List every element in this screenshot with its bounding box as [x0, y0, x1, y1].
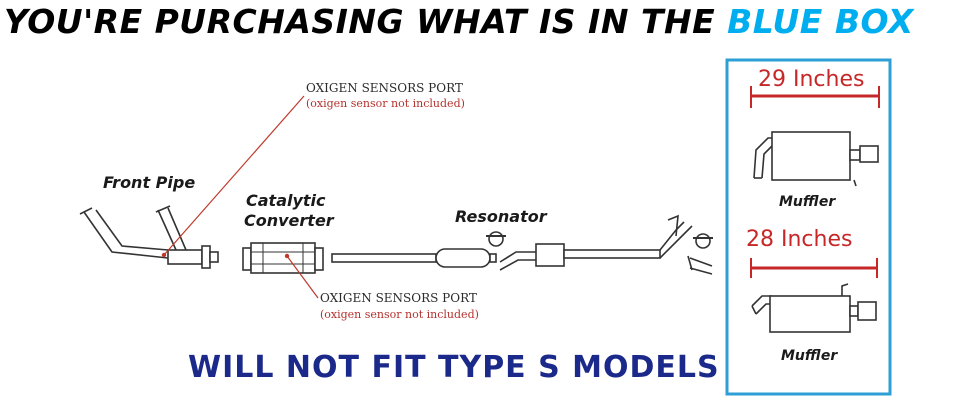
- mid-pipe-drawing: [499, 214, 713, 275]
- front-pipe-drawing: [79, 205, 219, 269]
- headline-prefix: YOU'RE PURCHASING WHAT IS IN THE: [4, 2, 716, 41]
- clamp-icon: [486, 231, 713, 249]
- muffler-2-dimension-line: [750, 258, 878, 278]
- front-pipe-label: Front Pipe: [103, 173, 195, 192]
- muffler-1-label: Muffler: [779, 194, 836, 210]
- muffler-1-drawing: [753, 131, 879, 187]
- catalytic-converter-drawing: [242, 242, 324, 274]
- muffler-1-length: 29 Inches: [758, 67, 864, 92]
- muffler-2-label: Muffler: [781, 348, 838, 364]
- sensor-port-title-1: OXIGEN SENSORS PORT: [306, 81, 463, 95]
- sensor-port-title-2: OXIGEN SENSORS PORT: [320, 291, 477, 305]
- headline: YOU'RE PURCHASING WHAT IS IN THE BLUE BO…: [0, 2, 960, 42]
- resonator-pipe-drawing: [331, 248, 497, 268]
- fitment-warning: WILL NOT FIT TYPE S MODELS: [188, 350, 720, 385]
- catalytic-label-line2: Converter: [244, 211, 335, 230]
- sensor-leader-lines: [163, 95, 319, 299]
- catalytic-label-line1: Catalytic: [246, 191, 326, 210]
- sensor-port-note-2: (oxigen sensor not included): [320, 308, 479, 321]
- blue-box: 29 Inches Muffler 28 Inches: [725, 58, 892, 396]
- headline-highlight: BLUE BOX: [727, 2, 914, 41]
- muffler-1-dimension-line: [750, 86, 880, 108]
- muffler-2-length: 28 Inches: [746, 227, 852, 252]
- sensor-port-note-1: (oxigen sensor not included): [306, 97, 465, 110]
- muffler-2-drawing: [751, 283, 877, 333]
- resonator-label: Resonator: [455, 207, 548, 226]
